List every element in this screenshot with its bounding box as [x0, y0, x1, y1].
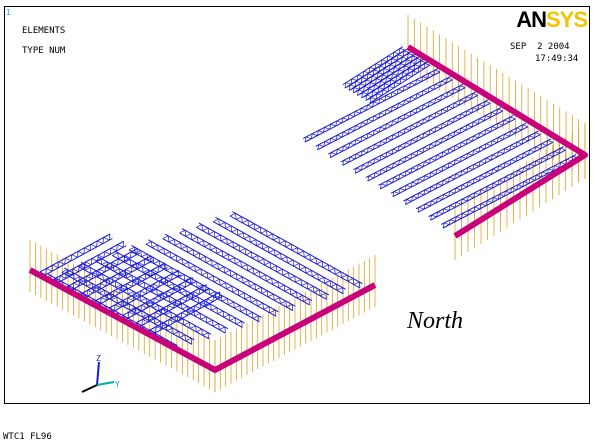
- floor-truss-upper: [328, 83, 466, 159]
- axis-triad: Z Y: [81, 354, 120, 393]
- plot-date: SEP 2 2004: [510, 42, 570, 52]
- floor-truss-upper: [340, 91, 478, 166]
- logo-sys: SYS: [545, 7, 588, 32]
- floor-truss-main: [128, 245, 262, 323]
- floor-truss-upper: [403, 130, 541, 205]
- floor-truss-west: [53, 240, 127, 285]
- logo-an: AN: [516, 7, 547, 32]
- floor-truss-main: [196, 222, 330, 300]
- north-annotation: North: [407, 308, 464, 334]
- floor-truss-north-short: [355, 53, 418, 96]
- floor-truss-main: [78, 261, 212, 340]
- floor-truss-upper: [440, 154, 579, 229]
- plot-title-elements: ELEMENTS: [22, 26, 66, 36]
- perimeter-beam-lower: [28, 267, 377, 373]
- floor-truss-main: [112, 250, 245, 328]
- floor-truss-upper: [315, 75, 453, 151]
- window-number: 1: [6, 8, 11, 17]
- floor-truss-north-short: [359, 56, 422, 99]
- z-axis-line: [96, 361, 100, 386]
- y-axis-line: [96, 381, 115, 386]
- floor-truss-upper: [390, 122, 529, 198]
- floor-truss-west: [39, 233, 113, 277]
- perimeter-beam-upper: [406, 44, 588, 239]
- floor-truss-main: [145, 239, 279, 317]
- floor-truss-main: [212, 216, 346, 295]
- graphics-window: 1 ELEMENTS TYPE NUM ANSYS SEP 2 2004 17:…: [4, 6, 590, 404]
- z-axis-label: Z: [96, 354, 101, 363]
- floor-truss-main: [179, 228, 313, 306]
- floor-truss-upper: [353, 99, 491, 174]
- floor-truss-upper: [302, 68, 441, 143]
- footer-label: WTC1 FL96: [3, 432, 52, 442]
- floor-truss-upper: [428, 146, 566, 221]
- floor-truss-main: [95, 256, 229, 334]
- columns-north-face: [407, 15, 586, 179]
- plot-time: 17:49:34: [535, 54, 579, 64]
- floor-truss-upper: [365, 107, 503, 182]
- plot-subtitle-type-num: TYPE NUM: [22, 46, 66, 56]
- floor-truss-upper: [415, 138, 554, 213]
- y-axis-label: Y: [115, 380, 120, 389]
- floor-truss-main: [162, 233, 296, 311]
- x-axis-line: [81, 384, 98, 393]
- floor-truss-main: [61, 267, 195, 345]
- floor-truss-north-short: [367, 61, 431, 104]
- ansys-logo: ANSYS: [516, 7, 588, 32]
- floor-model: [28, 15, 588, 392]
- floor-truss-main: [229, 211, 363, 289]
- floor-truss-upper: [378, 114, 516, 190]
